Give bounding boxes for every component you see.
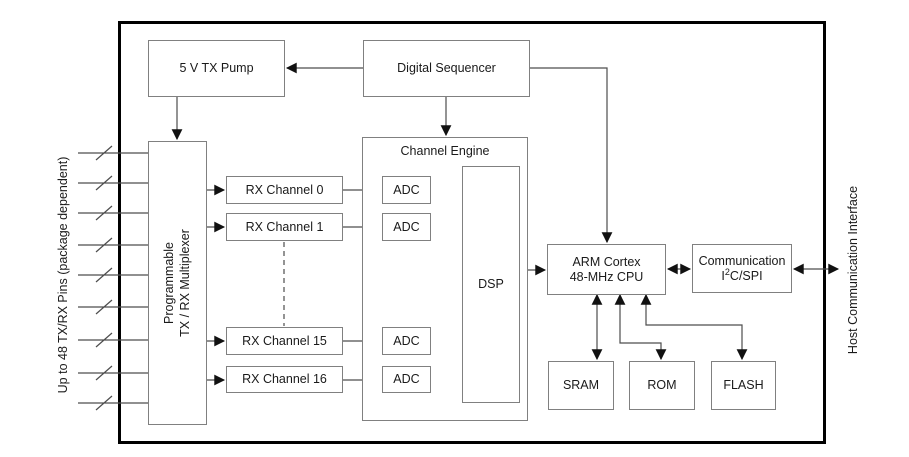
pin-line <box>78 267 148 283</box>
dsp-label: DSP <box>478 277 504 291</box>
pin-line <box>78 365 148 381</box>
comm-label-line1: Communication <box>698 253 786 268</box>
pin-line <box>78 175 148 191</box>
pin-line <box>78 145 148 161</box>
block-5v-tx-pump: 5 V TX Pump <box>148 40 285 97</box>
block-arm-cortex-cpu: ARM Cortex 48-MHz CPU <box>547 244 666 295</box>
mux-label-line1: Programmable <box>162 242 176 324</box>
block-rx-channel-0: RX Channel 0 <box>226 176 343 204</box>
rx-channel-16-label: RX Channel 16 <box>242 372 327 386</box>
block-adc-0: ADC <box>382 176 431 204</box>
wire-sequencer-to-cpu <box>530 67 613 244</box>
pin-line <box>78 332 148 348</box>
cpu-label-line1: ARM Cortex <box>572 254 641 269</box>
sram-label: SRAM <box>562 378 600 392</box>
flash-label: FLASH <box>723 378 764 392</box>
comm-i2c-pre: I <box>721 268 725 283</box>
adc-15-label: ADC <box>393 333 420 348</box>
comm-label-line2: I2C/SPI <box>699 266 786 284</box>
block-adc-16: ADC <box>382 366 431 393</box>
pin-lines <box>78 145 148 411</box>
comm-label: Communication I2C/SPI <box>699 254 786 284</box>
wire-cpu-rom <box>614 293 667 361</box>
block-digital-sequencer: Digital Sequencer <box>363 40 530 97</box>
sequencer-label: Digital Sequencer <box>397 61 496 75</box>
block-rx-channel-15: RX Channel 15 <box>226 327 343 355</box>
channel-engine-label: Channel Engine <box>400 144 490 158</box>
comm-i2c-sup: 2 <box>724 266 730 277</box>
adc-0-label: ADC <box>393 182 420 197</box>
block-adc-1: ADC <box>382 213 431 241</box>
host-interface-label: Host Communication Interface <box>846 185 860 355</box>
block-adc-15: ADC <box>382 327 431 355</box>
block-sram: SRAM <box>548 361 614 410</box>
pin-line <box>78 299 148 315</box>
rx-channel-1-label: RX Channel 1 <box>245 219 324 234</box>
left-pins-label: Up to 48 TX/RX Pins (package dependent) <box>56 156 70 394</box>
block-rx-channel-16: RX Channel 16 <box>226 366 343 393</box>
pin-line <box>78 237 148 253</box>
comm-i2c-post: C/SPI <box>729 268 763 283</box>
mux-label: Programmable TX / RX Multiplexer <box>161 143 193 423</box>
block-rom: ROM <box>629 361 695 410</box>
pin-line <box>78 205 148 221</box>
cpu-label-line2: 48-MHz CPU <box>569 269 644 284</box>
cpu-label: ARM Cortex 48-MHz CPU <box>570 255 644 285</box>
chip-boundary <box>118 21 826 444</box>
adc-16-label: ADC <box>393 372 420 386</box>
block-tx-rx-multiplexer <box>148 141 207 425</box>
mux-label-line2: TX / RX Multiplexer <box>178 229 192 337</box>
adc-1-label: ADC <box>393 219 420 234</box>
rx-channel-15-label: RX Channel 15 <box>242 333 327 348</box>
block-communication: Communication I2C/SPI <box>692 244 792 293</box>
block-dsp: DSP <box>462 166 520 403</box>
wire-cpu-flash <box>640 293 748 361</box>
block-flash: FLASH <box>711 361 776 410</box>
block-rx-channel-1: RX Channel 1 <box>226 213 343 241</box>
rx-channel-0-label: RX Channel 0 <box>245 182 324 197</box>
rom-label: ROM <box>647 378 677 392</box>
pump-label: 5 V TX Pump <box>179 61 254 75</box>
pin-line <box>78 395 148 411</box>
